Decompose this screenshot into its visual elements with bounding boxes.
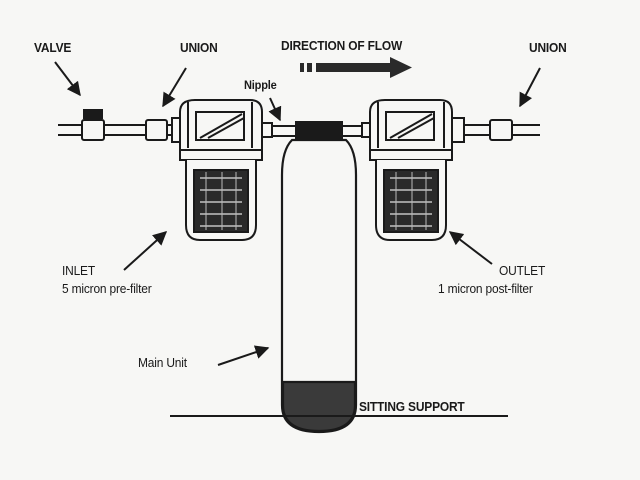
inlet-leader-arrow bbox=[123, 231, 168, 271]
outlet-leader-arrow bbox=[448, 231, 493, 265]
union-left-leader-arrow bbox=[162, 67, 187, 108]
outlet-filter-icon bbox=[361, 99, 465, 241]
union-right-label: UNION bbox=[529, 40, 567, 55]
nipple-connector bbox=[271, 121, 363, 141]
sitting-support-label: SITTING SUPPORT bbox=[359, 399, 465, 414]
main-unit-leader-arrow bbox=[217, 345, 270, 366]
valve-icon bbox=[81, 109, 105, 141]
leader-arrows bbox=[54, 61, 541, 366]
nipple-label: Nipple bbox=[244, 78, 277, 92]
inlet-description: 5 micron pre-filter bbox=[62, 281, 152, 296]
nipple-leader-arrow bbox=[268, 97, 282, 122]
main-unit-tank bbox=[280, 138, 358, 434]
flow-arrow-icon bbox=[300, 57, 412, 78]
union-left-icon bbox=[145, 119, 168, 141]
union-right-icon bbox=[489, 119, 513, 141]
inlet-label: INLET bbox=[62, 263, 95, 278]
outlet-description: 1 micron post-filter bbox=[438, 281, 533, 296]
direction-of-flow-label: DIRECTION OF FLOW bbox=[281, 38, 403, 53]
main-unit-label: Main Unit bbox=[138, 355, 187, 370]
valve-label: VALVE bbox=[34, 40, 72, 55]
inlet-filter-icon bbox=[171, 99, 273, 241]
outlet-label: OUTLET bbox=[499, 263, 546, 278]
union-right-leader-arrow bbox=[519, 67, 541, 108]
valve-leader-arrow bbox=[54, 61, 81, 97]
union-left-label: UNION bbox=[180, 40, 218, 55]
